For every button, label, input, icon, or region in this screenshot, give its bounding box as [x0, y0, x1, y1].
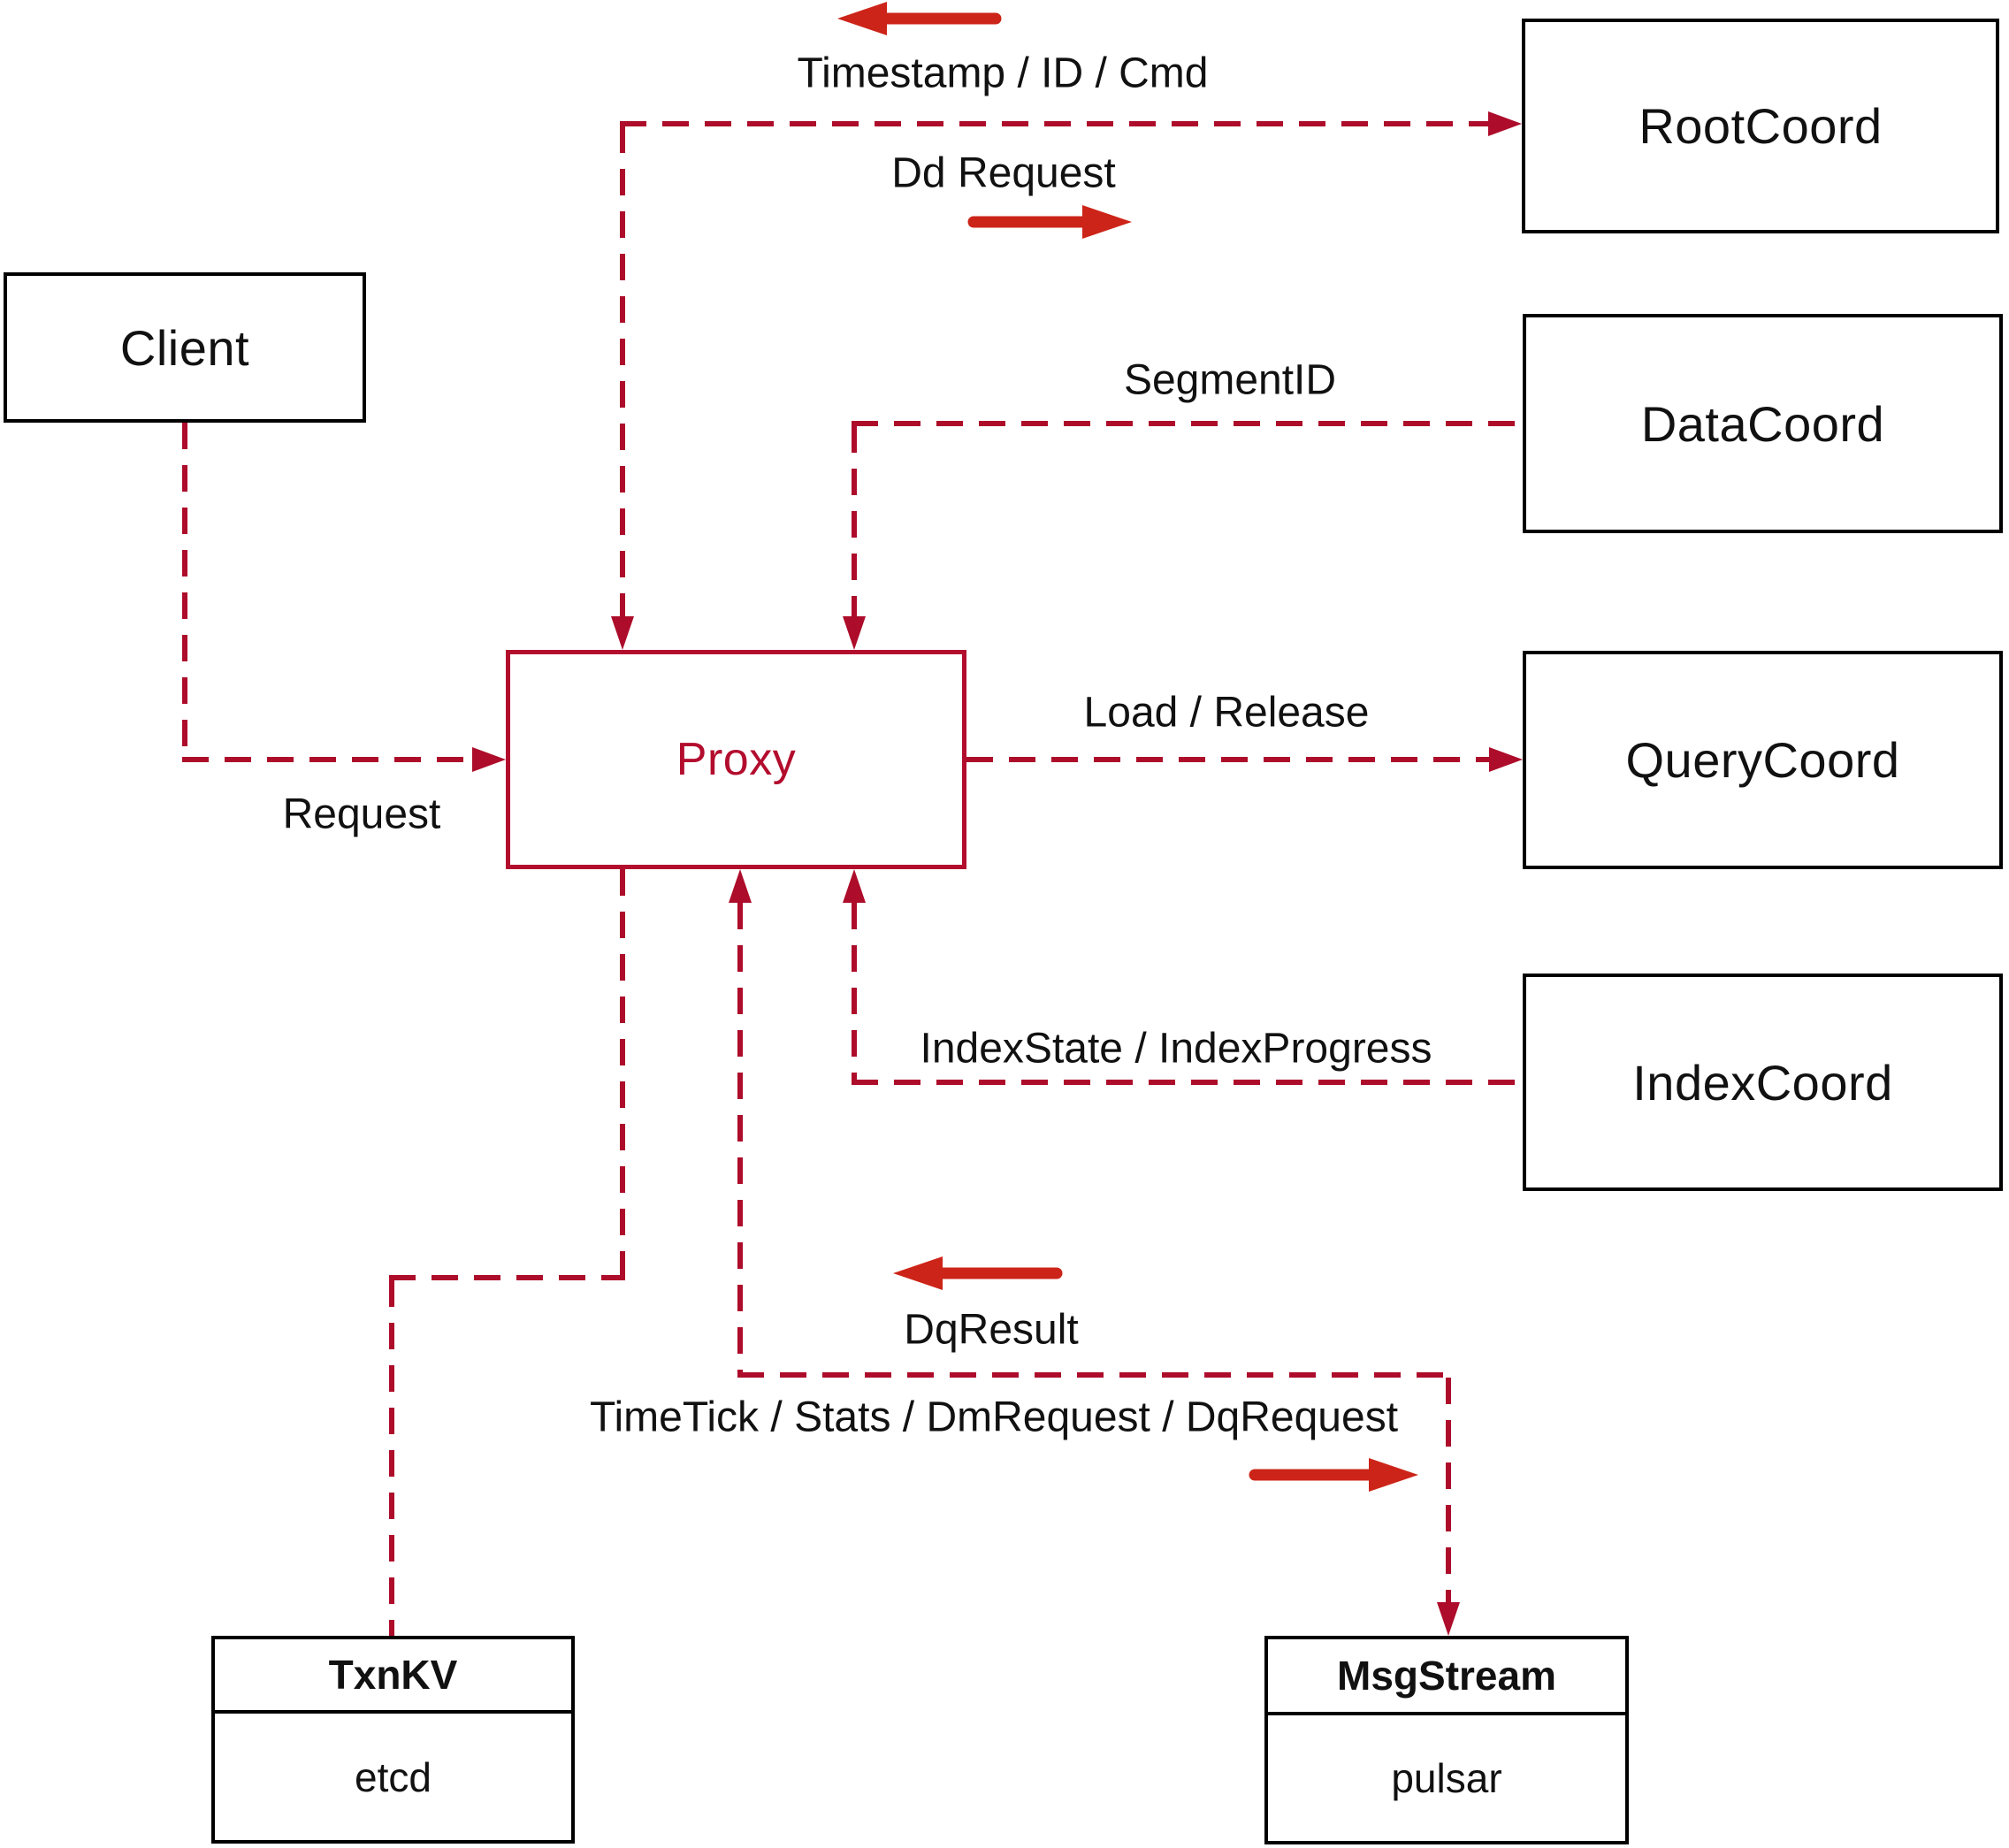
direction-arrow-left-dqresult	[891, 1255, 1063, 1296]
node-rootcoord: RootCoord	[1522, 19, 1999, 233]
node-client: Client	[4, 272, 366, 423]
edge-label-segmentid: SegmentID	[1123, 356, 1337, 404]
arrowhead-into-querycoord	[1489, 747, 1523, 772]
node-msgstream-impl: pulsar	[1391, 1755, 1502, 1801]
edge-proxy-txnkv-horizontal	[389, 1275, 625, 1280]
node-datacoord-label: DataCoord	[1640, 395, 1885, 452]
edge-label-indexstate: IndexState / IndexProgress	[920, 1025, 1432, 1073]
arrowhead-into-rootcoord	[1488, 111, 1522, 136]
edge-client-proxy-vertical	[182, 423, 187, 762]
edge-proxy-txnkv-vertical2	[389, 1280, 394, 1636]
node-msgstream: MsgStream pulsar	[1264, 1636, 1629, 1844]
edge-proxy-msgstream-horizontal	[737, 1372, 1451, 1378]
edge-proxy-msgstream-vertical1	[737, 903, 743, 1375]
edge-label-dqresult: DqResult	[904, 1306, 1079, 1354]
arrowhead-into-msgstream	[1437, 1602, 1460, 1636]
node-client-label: Client	[119, 319, 250, 376]
edge-label-load-release: Load / Release	[1083, 689, 1370, 737]
node-txnkv-title: TxnKV	[215, 1639, 571, 1714]
node-proxy-label: Proxy	[676, 734, 797, 785]
node-txnkv: TxnKV etcd	[211, 1636, 575, 1844]
arrowhead-into-proxy-bottom-left	[729, 869, 752, 903]
node-indexcoord-label: IndexCoord	[1632, 1054, 1893, 1111]
edge-label-request: Request	[282, 790, 441, 838]
node-indexcoord: IndexCoord	[1523, 974, 2003, 1191]
edge-indexcoord-proxy-vertical	[852, 903, 857, 1080]
edge-label-timetick: TimeTick / Stats / DmRequest / DqRequest	[589, 1394, 1399, 1441]
arrowhead-into-proxy-top-right	[843, 616, 866, 650]
direction-arrow-left-timestamp	[836, 0, 1002, 42]
node-datacoord: DataCoord	[1523, 314, 2003, 533]
direction-arrow-right-timetick	[1249, 1456, 1420, 1498]
node-msgstream-title: MsgStream	[1268, 1639, 1625, 1715]
edge-proxy-msgstream-vertical2	[1446, 1378, 1451, 1604]
direction-arrow-right-dd-request	[967, 203, 1134, 245]
arrowhead-into-proxy-top-left	[611, 616, 634, 650]
arrowhead-into-proxy-bottom-right	[843, 869, 866, 903]
edge-client-proxy-horizontal	[182, 757, 474, 762]
node-querycoord-label: QueryCoord	[1625, 732, 1900, 788]
node-txnkv-impl: etcd	[355, 1753, 432, 1800]
edge-rootcoord-proxy-vertical	[620, 126, 625, 618]
node-rootcoord-label: RootCoord	[1639, 98, 1883, 154]
edge-proxy-rootcoord-horizontal	[620, 121, 1490, 126]
edge-proxy-querycoord-horizontal	[966, 757, 1491, 762]
arrowhead-into-proxy-left	[472, 747, 506, 772]
edge-label-dd-request: Dd Request	[891, 149, 1116, 197]
node-querycoord: QueryCoord	[1523, 651, 2003, 869]
edge-datacoord-proxy-vertical	[852, 426, 857, 618]
edge-proxy-txnkv-vertical1	[620, 869, 625, 1278]
edge-indexcoord-proxy-horizontal	[852, 1080, 1523, 1085]
node-proxy: Proxy	[506, 650, 966, 869]
edge-label-timestamp: Timestamp / ID / Cmd	[797, 50, 1209, 97]
edge-datacoord-proxy-horizontal	[852, 421, 1523, 426]
